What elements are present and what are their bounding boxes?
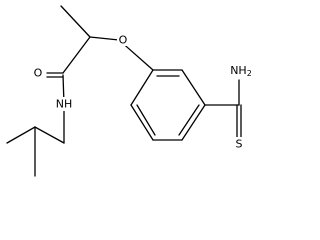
atom-thioamide-nh2-main: NH xyxy=(230,64,247,77)
atom-amide-nh: NH xyxy=(56,98,73,111)
bond-ch2-to-ch xyxy=(34,126,65,144)
bond-alpha-carbon-to-carbonyl xyxy=(62,36,91,74)
ring-inner-double-3 xyxy=(136,104,156,136)
bond-methyl xyxy=(60,5,91,38)
atom-thioamide-nh2-subscript: 2 xyxy=(247,69,252,78)
bond-alpha-carbon-to-ether-oxygen xyxy=(89,36,120,41)
atom-sulfur: S xyxy=(236,138,243,151)
atom-oxygen-carbonyl: O xyxy=(34,67,43,80)
ring-bond-6 xyxy=(130,69,154,106)
ring-bond-3 xyxy=(181,104,206,141)
atom-thioamide-nh2: NH2 xyxy=(230,64,252,78)
ring-bond-5 xyxy=(130,104,154,141)
atom-oxygen-ether: O xyxy=(119,34,128,47)
chemical-structure: O O NH NH2 S xyxy=(6,5,252,177)
ring-inner-double-2 xyxy=(178,104,200,136)
bond-ch-to-methyl-a xyxy=(6,126,36,144)
ring-bond-2 xyxy=(181,69,206,106)
